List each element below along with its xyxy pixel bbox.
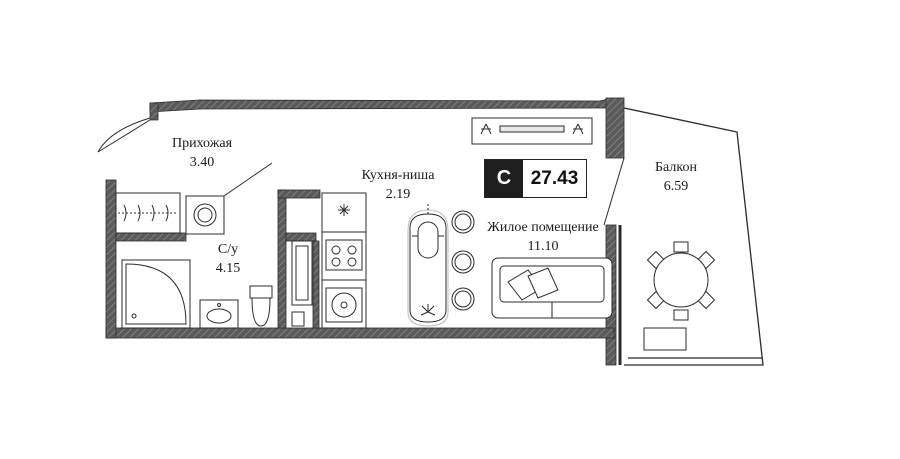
watermark (8, 6, 13, 21)
balcony-door (603, 157, 625, 226)
chairs (451, 210, 475, 311)
bathroom-name: С/у (217, 242, 239, 257)
balcony-table (646, 241, 716, 321)
right-wall-upper (605, 97, 625, 159)
kitchen-name: Кухня-ниша (361, 168, 435, 183)
apartment-type: С (485, 160, 523, 197)
bath-top-partition (115, 232, 187, 242)
shaft-right (312, 240, 320, 329)
bath-kitchen-partition (277, 189, 287, 329)
kitchen-sink-icon (325, 287, 363, 323)
tv-cabinet (471, 117, 593, 145)
wardrobe (115, 192, 181, 234)
hall-door-line (223, 162, 273, 197)
stove-icon (325, 239, 363, 271)
kitchen-top-partition (277, 189, 321, 199)
hallway-area: 3.40 (189, 155, 215, 170)
total-area: 27.43 (530, 167, 579, 189)
room-label-living: Жилое помещение 11.10 (476, 218, 610, 256)
kitchen-area: 2.19 (385, 187, 411, 202)
bottom-wall (105, 327, 615, 339)
shower-icon (121, 259, 191, 329)
shaft-partition (285, 232, 317, 242)
fridge-icon (338, 204, 350, 216)
balcony-bench (643, 327, 687, 351)
bathroom-area: 4.15 (215, 261, 241, 276)
walls (105, 97, 625, 366)
balcony-area: 6.59 (663, 179, 689, 194)
apartment-type-badge: С 27.43 (484, 159, 587, 198)
living-area: 11.10 (527, 239, 559, 254)
sofa (491, 257, 613, 319)
room-label-hallway: Прихожая 3.40 (158, 134, 246, 172)
left-wall (105, 179, 117, 339)
washing-machine-icon (185, 195, 225, 235)
plant-icon (420, 304, 436, 316)
room-label-balcony: Балкон 6.59 (646, 158, 706, 196)
living-name: Жилое помещение (487, 220, 599, 235)
toilet-icon (249, 285, 273, 327)
top-left-wall (149, 102, 159, 121)
room-label-kitchen: Кухня-ниша 2.19 (350, 166, 446, 204)
dining-table (407, 204, 449, 327)
top-wall (149, 97, 613, 113)
sink-icon (199, 299, 239, 329)
balcony-name: Балкон (655, 160, 697, 175)
entrance-door (97, 117, 151, 153)
room-label-bathroom: С/у 4.15 (200, 240, 256, 278)
hallway-name: Прихожая (171, 136, 233, 151)
balcony-outline (618, 107, 764, 366)
shaft-icon (291, 240, 313, 327)
